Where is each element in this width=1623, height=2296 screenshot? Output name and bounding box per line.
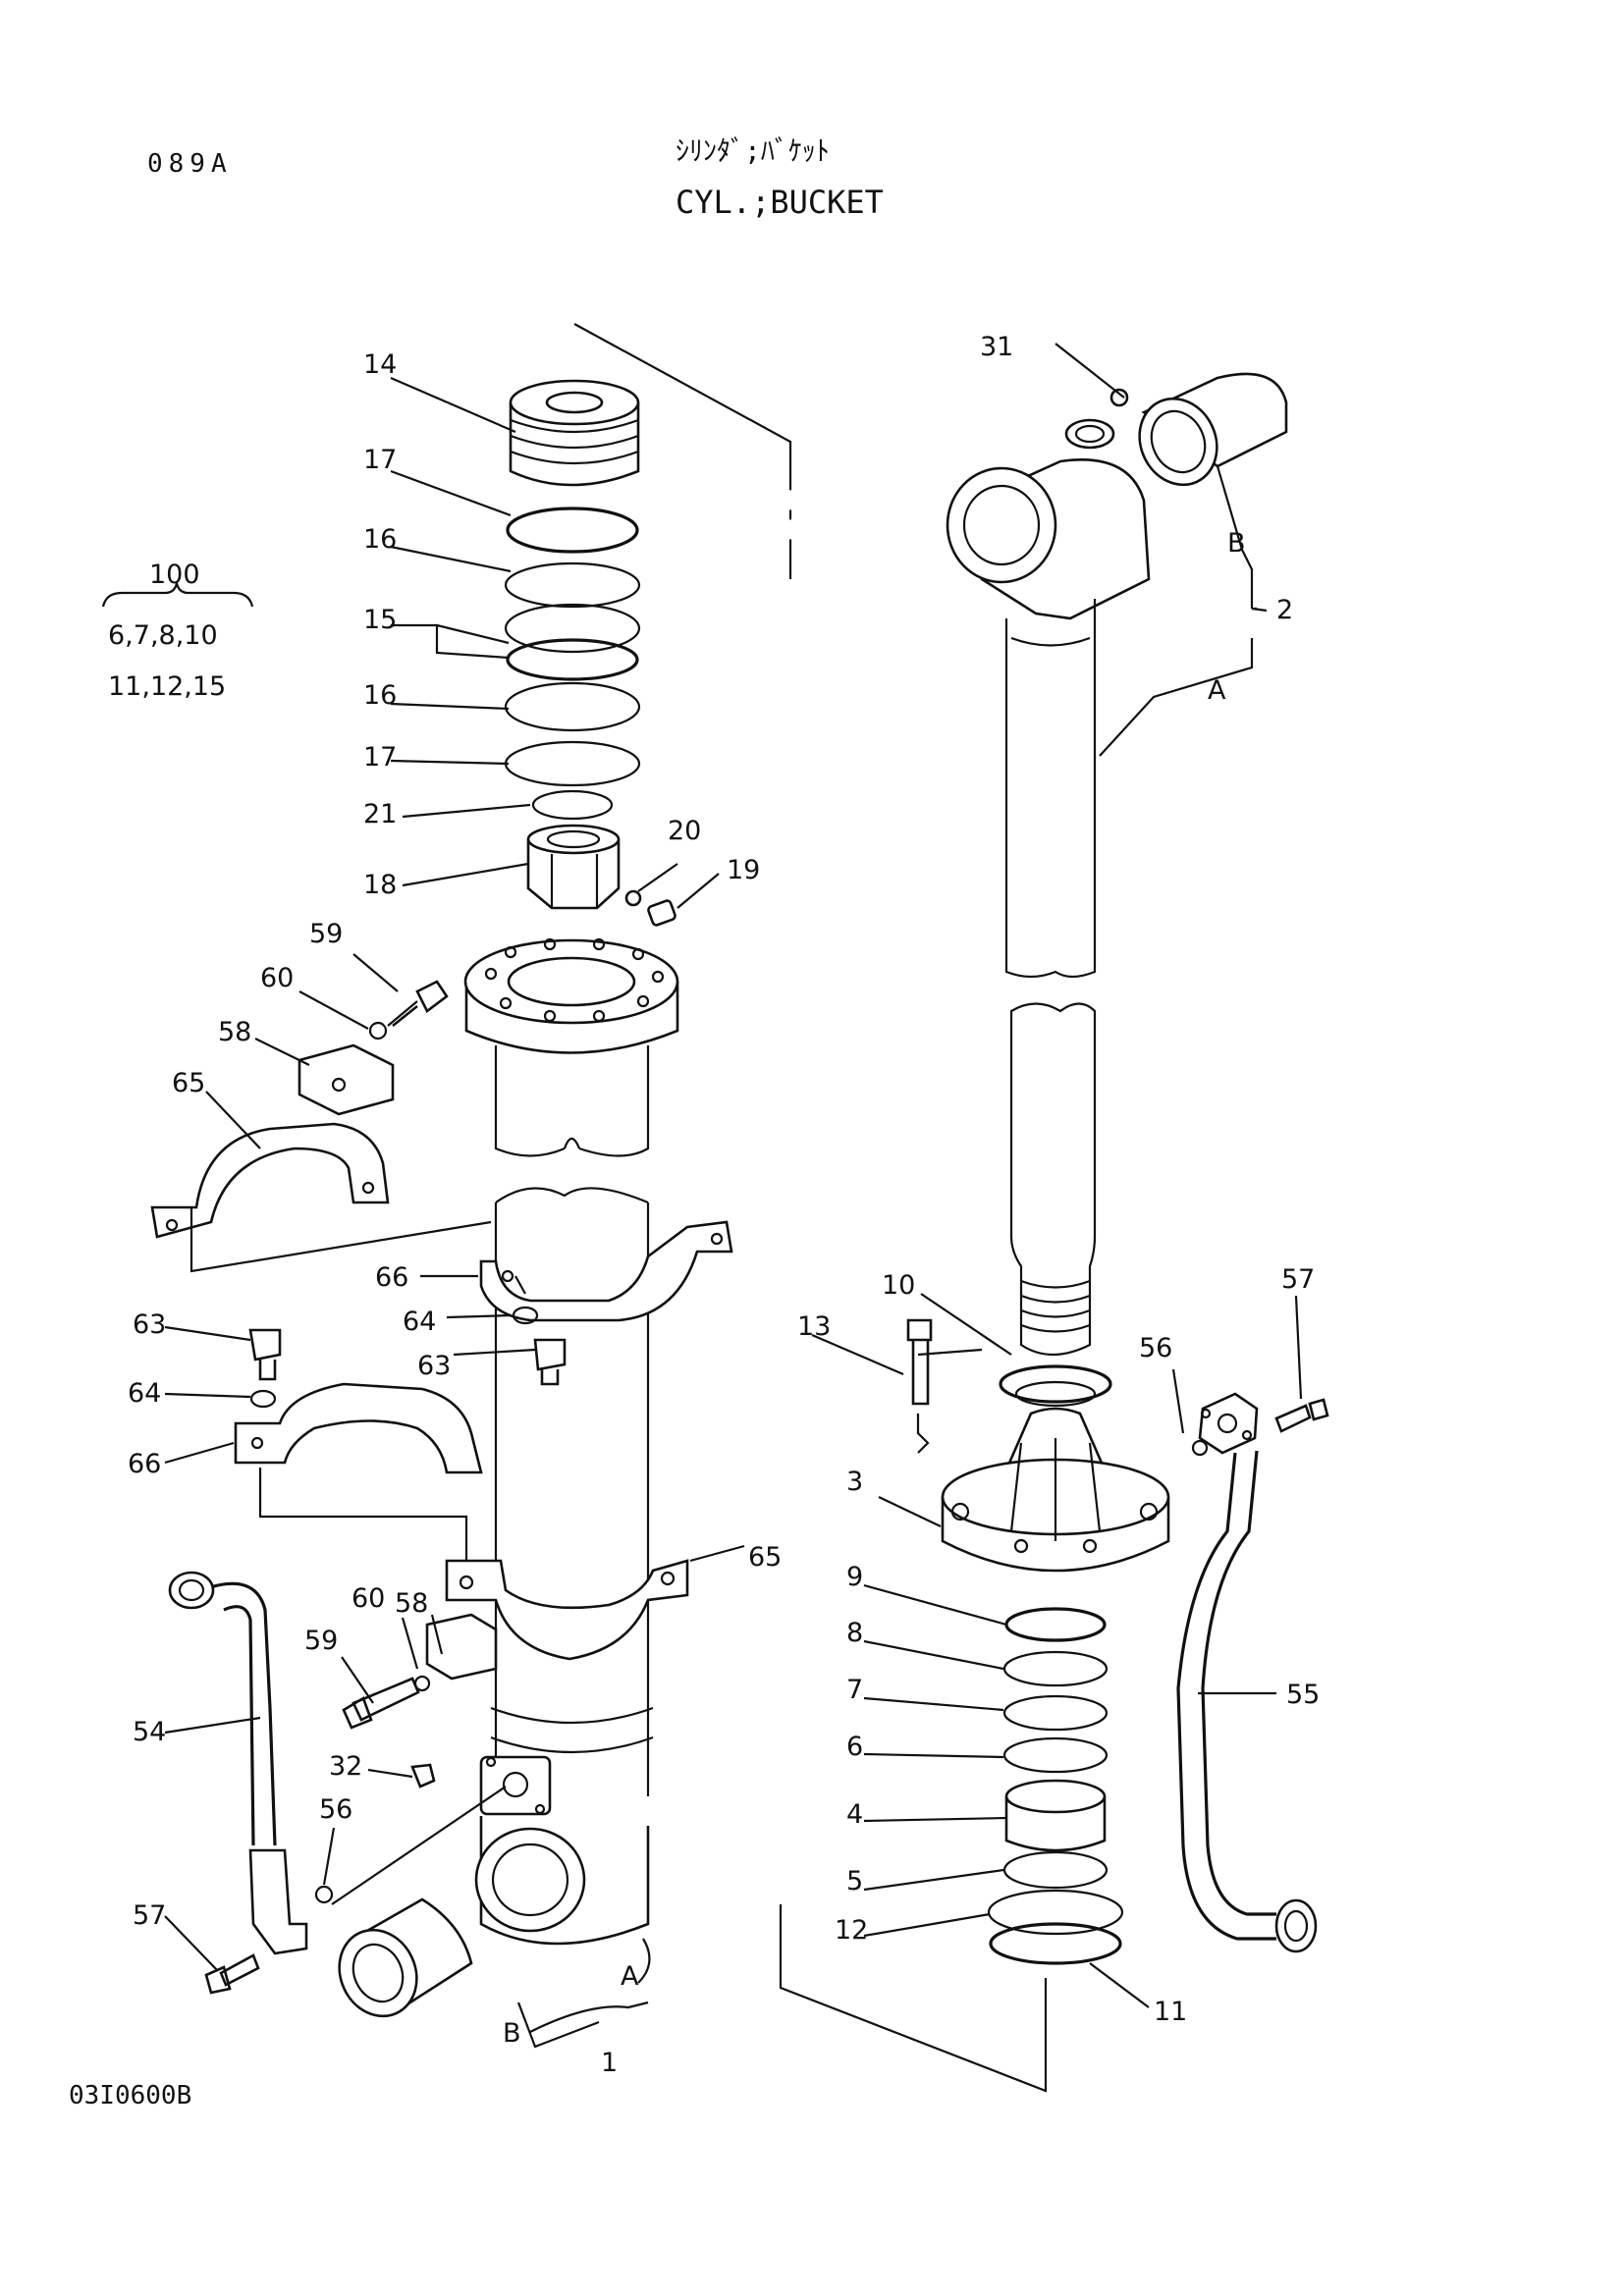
callout-60: 60 [260,963,294,993]
kit-group: 100 6,7,8,10 11,12,15 [101,560,254,702]
tube-port-block [479,1755,552,1816]
piston-nut [526,824,621,910]
callout-32: 32 [329,1751,362,1782]
callout-64: 64 [128,1378,161,1409]
callout-63: 63 [417,1351,451,1381]
rod-grease-fitting [1109,388,1129,407]
callout-9: 9 [846,1562,863,1592]
title-japanese: ｼﾘﾝﾀﾞ;ﾊﾞｹｯﾄ [676,134,830,167]
kit-line-1: 6,7,8,10 [108,620,218,651]
left-pipe [168,1571,308,1955]
callout-19: 19 [727,855,760,885]
kit-brace [101,582,254,608]
pipe-bolt-left [204,1953,260,1995]
rod-gland-parts [941,1364,1170,1573]
page-code: 089A [147,149,233,179]
callout-B: B [503,2018,521,2049]
leader-lines [164,343,1303,2049]
o-ring-tube [314,1885,334,1904]
title-english: CYL.;BUCKET [676,184,884,221]
clamp-block-upper [298,1043,395,1116]
bolt-upper [392,980,449,1028]
callout-56: 56 [319,1794,352,1825]
callout-16: 16 [363,524,397,555]
pipe-bolt-right [1274,1398,1329,1433]
small-hardware [248,1275,567,1409]
callout-16: 16 [363,680,397,711]
callout-17: 17 [363,445,397,475]
callout-21: 21 [363,799,397,829]
callout-labels: 14 17 16 15 16 17 21 20 19 18 59 60 58 6… [128,332,1320,2078]
o-ring-rod [1191,1439,1209,1457]
rod-seals [987,1607,1124,1965]
callout-65: 65 [172,1068,205,1098]
callout-56: 56 [1139,1333,1172,1363]
callout-5: 5 [846,1866,863,1896]
callout-8: 8 [846,1618,863,1648]
kit-number: 100 [149,560,200,590]
callout-7: 7 [846,1675,863,1705]
callout-57: 57 [1281,1264,1315,1295]
callout-3: 3 [846,1467,863,1497]
callout-20: 20 [668,816,701,846]
callout-66: 66 [128,1449,161,1479]
callout-15: 15 [363,605,397,635]
kit-line-2: 11,12,15 [108,671,226,702]
piston [509,379,640,487]
right-pipe [1176,1392,1318,1953]
rod-lower [1009,1002,1097,1356]
seal-rings [504,507,641,821]
callout-1: 1 [601,2048,618,2078]
callout-11: 11 [1154,1997,1187,2027]
washer-upper [368,1021,388,1041]
drawing-number: 03I0600B [69,2081,192,2110]
callout-55: 55 [1286,1680,1320,1710]
callout-66: 66 [375,1262,408,1293]
callout-64: 64 [403,1307,436,1337]
piston-rod-assembly [946,372,1288,1356]
tube-eye-boss [474,1816,650,1946]
callout-2: 2 [1276,595,1293,625]
tube-flange [463,937,679,1054]
tube-break [495,1187,649,1204]
callout-14: 14 [363,349,397,380]
grease-fitting [410,1763,436,1789]
callout-63: 63 [133,1309,166,1340]
callout-59: 59 [304,1626,338,1656]
callout-17: 17 [363,742,397,773]
callout-18: 18 [363,870,397,900]
rod-bushing [1138,372,1288,487]
cap-screw [906,1318,933,1406]
rod-eye [946,418,1151,620]
tube-bushing [338,1897,473,2018]
rod-upper [1004,599,1097,979]
callout-B: B [1227,528,1246,559]
callout-60: 60 [352,1583,385,1614]
callout-65: 65 [748,1542,782,1573]
callout-58: 58 [395,1588,428,1619]
tube-upper [494,1045,650,1157]
callout-59: 59 [309,919,343,949]
callout-12: 12 [835,1915,868,1946]
callout-57: 57 [133,1900,166,1931]
clamp-upper-right [479,1220,733,1322]
callout-6: 6 [846,1732,863,1762]
clamp-upper [150,980,733,1322]
callout-A: A [621,1961,639,1992]
callout-13: 13 [797,1311,831,1342]
callout-10: 10 [882,1270,915,1301]
cylinder-tube-assembly [314,379,679,2018]
callout-31: 31 [980,332,1013,362]
clamp-block-lower [425,1613,498,1681]
set-screw [647,899,676,927]
callout-A: A [1208,675,1226,706]
bolt-lower [342,1677,420,1730]
clamp-lower [234,1382,689,1730]
callout-54: 54 [133,1717,166,1747]
callout-58: 58 [218,1017,251,1047]
assembly-lines [189,323,1048,2093]
steel-ball [624,889,642,907]
callout-4: 4 [846,1799,863,1830]
